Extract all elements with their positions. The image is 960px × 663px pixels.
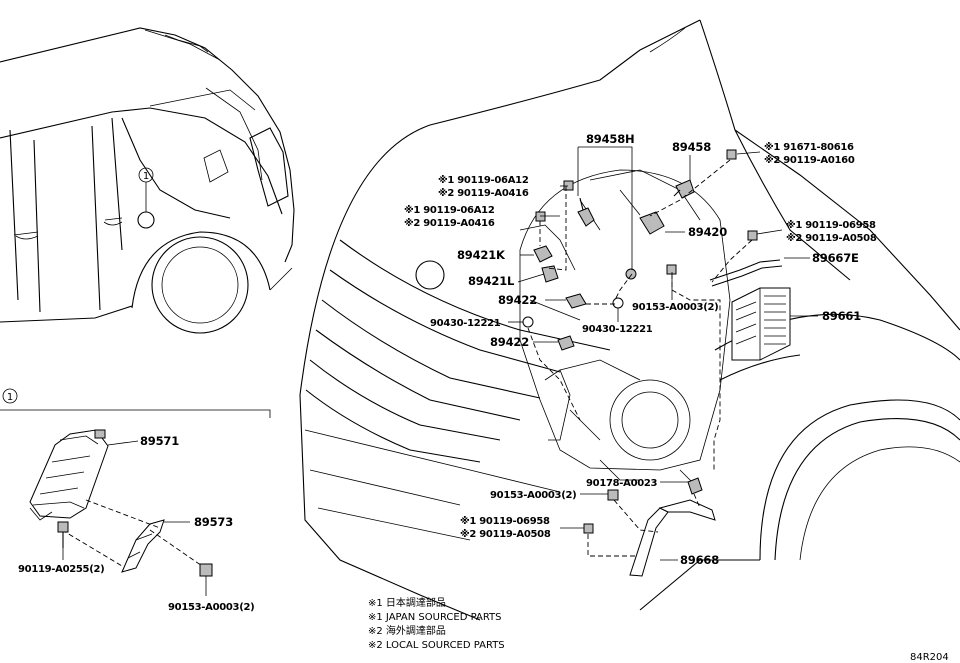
part-89668-bracket: [629, 499, 716, 577]
sensor-89421L: [541, 265, 559, 283]
label-90119-a0160: ※2 90119-A0160: [764, 154, 855, 166]
callout-1-marker: 1: [137, 167, 155, 229]
label-89422-b: 89422: [490, 335, 529, 349]
grommet-90430: [522, 268, 637, 328]
label-89420: 89420: [688, 225, 727, 239]
label-91671-80616: ※1 91671-80616: [764, 141, 854, 153]
label-90153-a0003-inset: 90153-A0003(2): [168, 602, 254, 613]
label-90119-06a12-b: ※1 90119-06A12: [404, 204, 495, 216]
legend-line-4: ※2 LOCAL SOURCED PARTS: [368, 640, 505, 651]
label-89458H: 89458H: [586, 132, 634, 146]
vehicle-rear-illustration: [0, 27, 295, 334]
label-89421L: 89421L: [468, 274, 515, 288]
label-90119-06958-a: ※1 90119-06958: [786, 219, 876, 231]
sensor-89458H: [577, 197, 595, 227]
label-90430-12221-right: 90430-12221: [582, 324, 653, 335]
engine-block: [519, 169, 731, 491]
label-89458: 89458: [672, 140, 711, 154]
label-90119-a0508-b: ※2 90119-A0508: [460, 528, 551, 540]
sensor-89422-b: [557, 335, 575, 351]
sensor-89420: [639, 211, 665, 235]
part-89573-bracket: [121, 519, 165, 573]
legend-line-1: ※1 日本調達部品: [368, 596, 446, 609]
bolt-90153-inset: [199, 563, 213, 596]
part-89667E-bracket: [709, 259, 783, 287]
bolts-engine: [535, 149, 758, 275]
legend-line-3: ※2 海外調達部品: [368, 624, 446, 637]
label-90119-a0508-a: ※2 90119-A0508: [786, 232, 877, 244]
sensor-89421K: [533, 245, 553, 263]
callout-1-label: 1: [143, 171, 149, 182]
bolt-90153-bottom: [607, 489, 619, 501]
sensor-89458: [673, 179, 695, 199]
label-89421K: 89421K: [457, 248, 506, 262]
label-90153-a0003-bottom: 90153-A0003(2): [490, 490, 576, 501]
bolt-90119-bottom: [583, 523, 594, 534]
clip-90178: [687, 477, 703, 495]
label-90119-06958-b: ※1 90119-06958: [460, 515, 550, 527]
label-89573: 89573: [194, 515, 233, 529]
part-89661-ecu: [731, 287, 791, 361]
bolt-90119-a0255: [57, 521, 69, 560]
sensor-89422-a: [565, 293, 587, 309]
label-90119-06a12-a: ※1 90119-06A12: [438, 174, 529, 186]
label-89668: 89668: [680, 553, 719, 567]
label-90119-a0255: 90119-A0255(2): [18, 564, 104, 575]
part-89571-module: [29, 429, 109, 521]
label-89422-a: 89422: [498, 293, 537, 307]
leader-lines: [508, 146, 818, 561]
label-90178-a0023: 90178-A0023: [586, 478, 658, 489]
label-90119-a0416-b: ※2 90119-A0416: [404, 217, 495, 229]
diagram-code: 84R204: [910, 652, 949, 663]
inset-frame: 1: [0, 388, 271, 418]
label-90153-a0003-top: 90153-A0003(2): [632, 302, 718, 313]
label-89571: 89571: [140, 434, 179, 448]
sourcing-legend: ※1 日本調達部品 ※1 JAPAN SOURCED PARTS ※2 海外調達…: [368, 596, 505, 651]
label-89667E: 89667E: [812, 251, 859, 265]
legend-line-2: ※1 JAPAN SOURCED PARTS: [368, 612, 502, 623]
label-90430-12221-left: 90430-12221: [430, 318, 501, 329]
label-89661: 89661: [822, 309, 861, 323]
label-90119-a0416-a: ※2 90119-A0416: [438, 187, 529, 199]
inset-label: 1: [7, 392, 13, 403]
